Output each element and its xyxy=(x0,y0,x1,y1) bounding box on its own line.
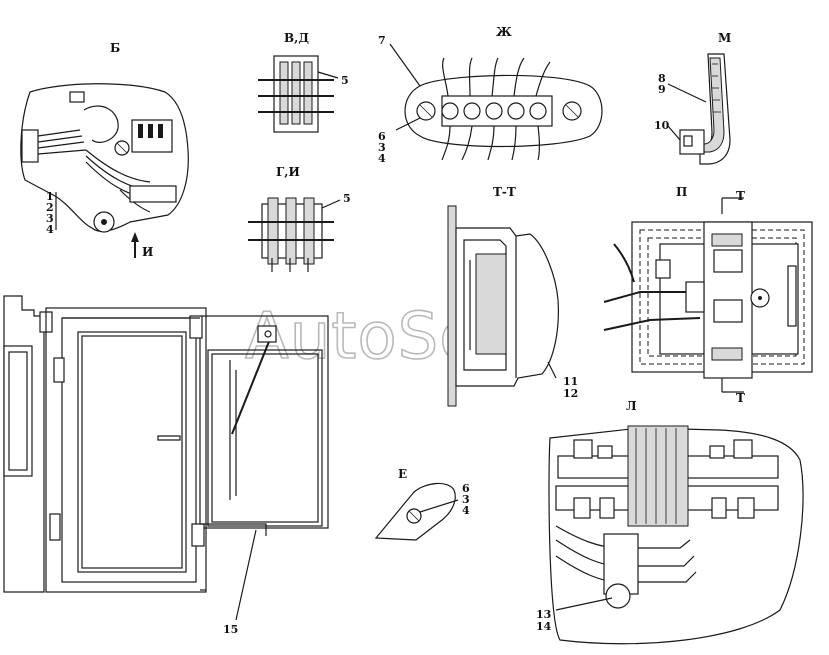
callout-l-14: 14 xyxy=(536,620,552,633)
callout-m-9: 9 xyxy=(658,83,666,96)
callout-e-3: 3 xyxy=(462,493,470,506)
callout-b-1: 1 xyxy=(46,190,54,203)
view-gi-terminal-block xyxy=(248,197,341,272)
callout-b-4: 4 xyxy=(46,223,54,236)
callout-tt-11: 11 xyxy=(563,375,578,388)
callout-stack-b: 1 2 3 4 xyxy=(46,190,54,236)
callout-gi-5: 5 xyxy=(343,192,351,205)
view-label-gi: Г,И xyxy=(276,165,300,179)
callout-e-6: 6 xyxy=(462,482,470,495)
section-tt-housing xyxy=(447,205,559,407)
callout-m-8: 8 xyxy=(658,72,666,85)
view-label-p: П xyxy=(676,185,687,199)
callout-stack-zh: 6 3 4 xyxy=(378,130,386,165)
view-b-harness-panel xyxy=(20,83,189,258)
callout-e-4: 4 xyxy=(462,504,470,517)
callout-tt-12: 12 xyxy=(563,387,578,400)
view-label-b: Б xyxy=(110,41,120,55)
callout-stack-tt: 11 12 xyxy=(563,375,578,400)
callout-zh-3: 3 xyxy=(378,141,386,154)
view-arrow-label-i: И xyxy=(142,245,153,259)
callout-stack-l: 13 14 xyxy=(536,608,552,633)
view-l-busbar-assembly xyxy=(548,425,804,645)
view-label-l: Л xyxy=(626,399,637,413)
callout-b-2: 2 xyxy=(46,201,54,214)
view-vd-terminal-block xyxy=(258,55,339,133)
view-m-connector-bend xyxy=(667,53,731,165)
view-e-bracket-plate xyxy=(374,482,459,541)
callout-vd-5: 5 xyxy=(341,74,349,87)
callout-b-3: 3 xyxy=(46,212,54,225)
view-label-tt: Т-Т xyxy=(493,185,516,199)
view-zh-terminal-strip xyxy=(389,43,603,161)
callout-m-10: 10 xyxy=(654,119,670,132)
view-label-zh: Ж xyxy=(496,25,512,39)
cab-side-view xyxy=(3,295,329,621)
callout-l-13: 13 xyxy=(536,608,551,621)
section-mark-t-top: Т xyxy=(736,189,745,203)
view-label-m: М xyxy=(718,31,731,45)
callout-stack-e: 6 3 4 xyxy=(462,482,470,517)
view-p-mounted-unit xyxy=(603,197,813,393)
section-mark-t-bottom: Т xyxy=(736,391,745,405)
view-label-vd: В,Д xyxy=(284,31,309,45)
callout-zh-7: 7 xyxy=(378,34,386,47)
callout-zh-4: 4 xyxy=(378,152,386,165)
callout-cab-15: 15 xyxy=(223,623,238,636)
callout-stack-m: 8 9 xyxy=(658,72,666,96)
callout-zh-6: 6 xyxy=(378,130,386,143)
view-label-e: Е xyxy=(398,467,407,481)
